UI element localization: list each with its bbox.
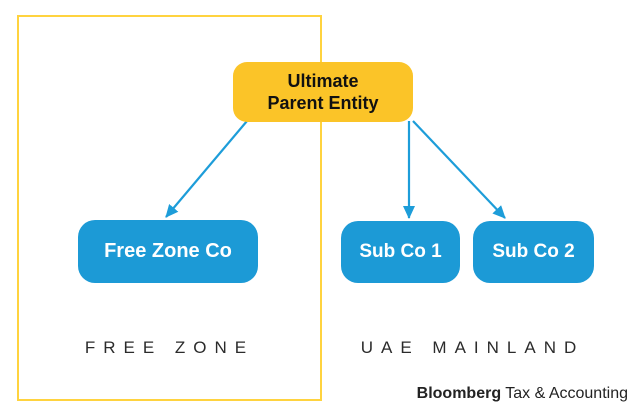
node-sub-co-2: Sub Co 2 — [473, 221, 594, 283]
free-zone-boundary-rect — [17, 15, 322, 401]
brand-name-bloomberg: Bloomberg — [416, 385, 502, 402]
node-ultimate-parent-entity: Ultimate Parent Entity — [233, 62, 413, 122]
brand-suffix-tax-accounting: Tax & Accounting — [501, 385, 628, 402]
zone-label-free-zone: FREE ZONE — [84, 338, 255, 357]
node-sub-co-1: Sub Co 1 — [341, 221, 460, 283]
zone-label-uae-mainland: UAE MAINLAND — [360, 338, 585, 357]
brand-logo: Bloomberg Tax & Accounting — [417, 385, 628, 403]
arrow-parent-to-sub-co-2 — [412, 120, 506, 219]
node-free-zone-co: Free Zone Co — [78, 220, 258, 283]
